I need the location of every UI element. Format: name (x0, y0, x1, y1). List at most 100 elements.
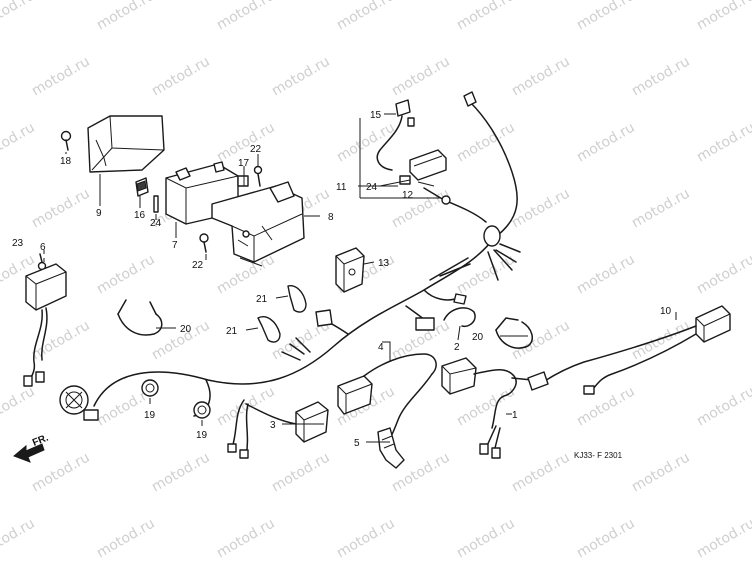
watermark-text: motod.ru (629, 185, 693, 231)
callout-11: 11 (336, 182, 347, 193)
bolt-22-top (253, 165, 263, 187)
band-21-bottom (257, 316, 281, 343)
callout-7: 7 (172, 240, 178, 251)
watermark-text: motod.ru (574, 119, 638, 165)
watermark-text: motod.ru (29, 185, 93, 231)
watermark-text: motod.ru (454, 0, 518, 33)
callout-24b: 24 (366, 182, 378, 193)
watermark-text: motod.ru (694, 251, 752, 297)
watermark-text: motod.ru (94, 0, 158, 33)
callout-20a: 20 (180, 324, 192, 335)
regulator-rectifier (23, 263, 67, 387)
watermark-text: motod.ru (0, 0, 38, 33)
callout-10: 10 (660, 306, 672, 317)
watermark-text: motod.ru (509, 53, 573, 99)
watermark-text: motod.ru (334, 0, 398, 33)
clamp-20-right (495, 317, 533, 349)
starter-relay (399, 149, 487, 223)
watermark-text: motod.ru (694, 515, 752, 561)
grommet-19-right (193, 401, 211, 419)
fr-label: FR. (31, 432, 50, 448)
callout-16: 16 (134, 210, 146, 221)
watermark-text: motod.ru (509, 185, 573, 231)
callout-2: 2 (454, 342, 460, 353)
main-wire-harness (59, 91, 521, 421)
callout-19a: 19 (144, 410, 156, 421)
watermark-text: motod.ru (389, 53, 453, 99)
watermark-text: motod.ru (149, 53, 213, 99)
watermark-text: motod.ru (574, 251, 638, 297)
grommet-19-left (141, 379, 159, 397)
battery-cover (87, 115, 165, 173)
watermark-text: motod.ru (454, 251, 518, 297)
watermark-text: motod.ru (334, 119, 398, 165)
callout-17: 17 (238, 158, 250, 169)
terminal-16 (135, 177, 149, 197)
callout-12: 12 (402, 190, 414, 201)
callout-6: 6 (40, 242, 46, 253)
bolt-24-left (153, 195, 159, 213)
watermark-text: motod.ru (454, 119, 518, 165)
watermark-text: motod.ru (509, 449, 573, 495)
watermark-text: motod.ru (0, 383, 38, 429)
watermark-text: motod.ru (29, 53, 93, 99)
callout-21a: 21 (256, 294, 268, 305)
band-21-top (287, 285, 307, 313)
clamp-2 (443, 307, 476, 328)
watermark-text: motod.ru (29, 317, 93, 363)
callout-23: 23 (12, 238, 24, 249)
callout-5: 5 (354, 438, 360, 449)
front-direction-arrow (13, 443, 45, 463)
fuse-holder (376, 99, 415, 171)
callout-24a: 24 (150, 218, 162, 229)
watermark-text: motod.ru (269, 53, 333, 99)
battery-box (211, 181, 305, 267)
watermark-text: motod.ru (574, 0, 638, 33)
turn-signal-relay (335, 247, 365, 293)
watermark-text: motod.ru (454, 383, 518, 429)
watermark-text: motod.ru (94, 251, 158, 297)
callout-3: 3 (270, 420, 276, 431)
ignition-coil (337, 353, 437, 415)
callout-1: 1 (512, 410, 518, 421)
bolt-22-bottom (199, 233, 209, 253)
callout-19b: 19 (196, 430, 208, 441)
watermark-text: motod.ru (694, 0, 752, 33)
watermark-text: motod.ru (629, 317, 693, 363)
watermark-text: motod.ru (214, 515, 278, 561)
callout-15: 15 (370, 110, 382, 121)
callout-20b: 20 (472, 332, 484, 343)
watermark-text: motod.ru (0, 515, 38, 561)
watermark-text: motod.ru (509, 317, 573, 363)
watermark-text: motod.ru (454, 515, 518, 561)
callout-13: 13 (378, 258, 390, 269)
callout-9: 9 (96, 208, 102, 219)
label-17 (237, 175, 249, 187)
callout-18: 18 (60, 156, 72, 167)
watermark-text: motod.ru (694, 119, 752, 165)
callout-4: 4 (378, 342, 384, 353)
watermark-text: motod.ru (389, 185, 453, 231)
cdi-unit (227, 399, 329, 459)
watermark-text: motod.ru (94, 515, 158, 561)
watermark-text: motod.ru (574, 515, 638, 561)
callout-22a: 22 (250, 144, 262, 155)
callout-8: 8 (328, 212, 334, 223)
bolt-18 (60, 130, 72, 151)
watermark-text: motod.ru (269, 449, 333, 495)
sub-harness-10 (527, 305, 731, 395)
watermark-text: motod.ru (149, 449, 213, 495)
watermark-text: motod.ru (334, 515, 398, 561)
callout-21b: 21 (226, 326, 238, 337)
watermark-text: motod.ru (214, 383, 278, 429)
callout-labels: 1 2 3 4 5 6 7 8 9 10 11 12 13 15 16 17 1… (12, 110, 672, 449)
watermark-text: motod.ru (214, 0, 278, 33)
watermark-text: motod.ru (629, 449, 693, 495)
clamp-20-left (117, 299, 163, 336)
figure-code: KJ33- F 2301 (574, 451, 623, 460)
watermark-text: motod.ru (29, 449, 93, 495)
callout-22b: 22 (192, 260, 204, 271)
